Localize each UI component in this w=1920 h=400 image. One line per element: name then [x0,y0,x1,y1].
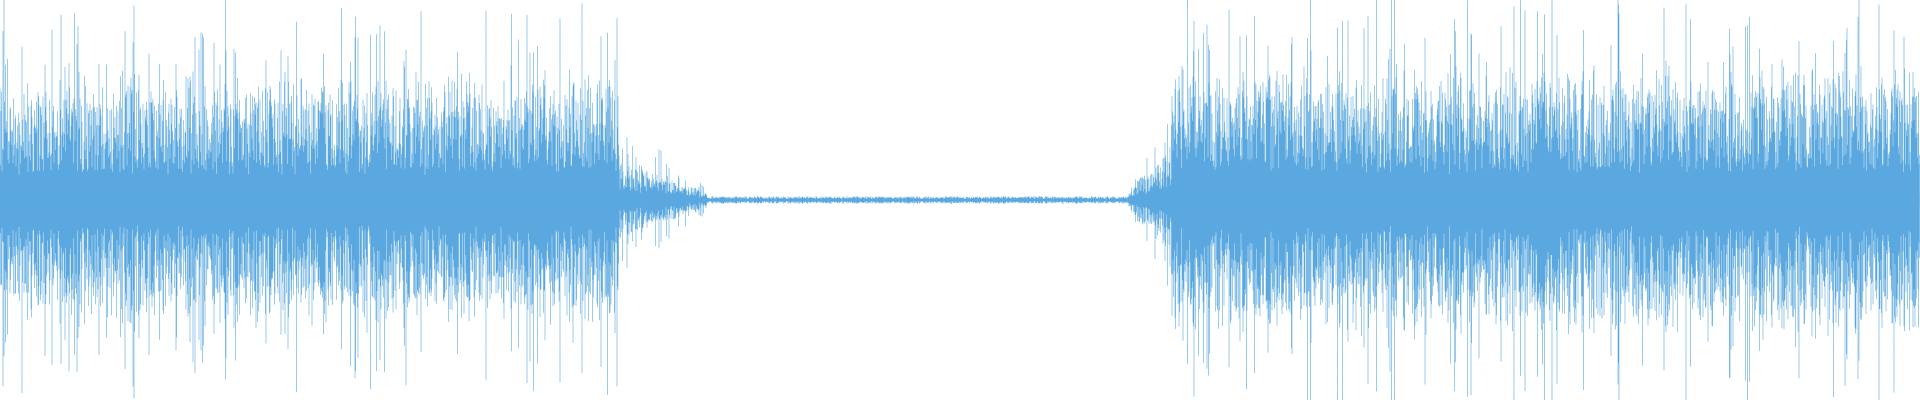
audio-waveform[interactable] [0,0,1920,400]
waveform-graphic [0,0,1920,400]
